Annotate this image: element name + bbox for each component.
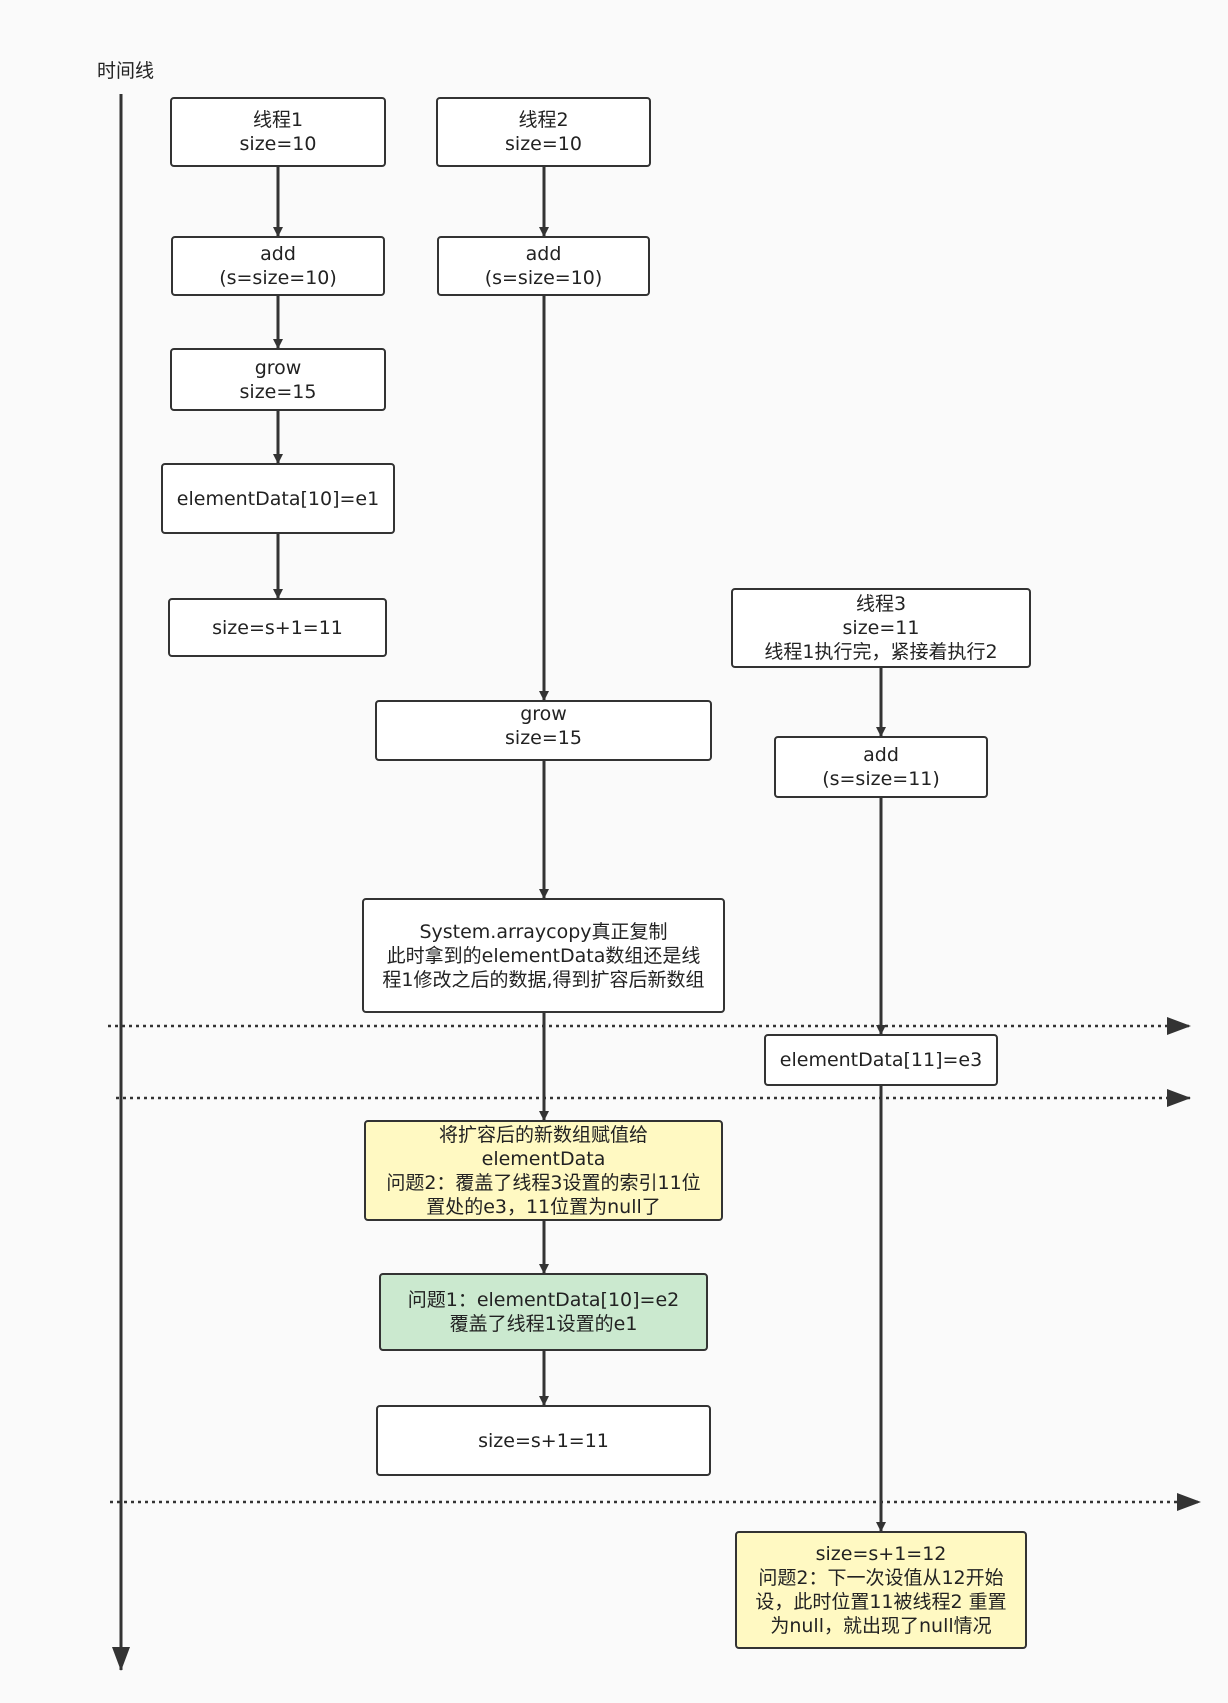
node-text-line: size=s+1=11 (212, 616, 343, 639)
node-text-line: 将扩容后的新数组赋值给 (438, 1123, 648, 1146)
node-text-line: add (863, 744, 899, 766)
node-text-line: (s=size=10) (484, 267, 603, 289)
node-text-line: 为null，就出现了null情况 (770, 1615, 992, 1637)
node-text-line: size=s+1=12 (815, 1543, 947, 1565)
t2-size-node: size=s+1=11 (376, 1405, 711, 1476)
node-text-line: 线程1 (252, 109, 304, 131)
node-text-line: 问题2：下一次设值从12开始 (758, 1567, 1004, 1589)
node-text-line: size=15 (505, 727, 582, 749)
node-text-line: (s=size=10) (219, 267, 337, 289)
node-text-line: 线程3 (855, 593, 907, 615)
node-text-line: System.arraycopy真正复制 (419, 920, 668, 943)
t2-add-node: add(s=size=10) (437, 236, 650, 296)
t3-assign-node: elementData[11]=e3 (764, 1034, 998, 1086)
node-text-line: 线程1执行完，紧接着执行2 (764, 641, 998, 663)
node-text-line: size=10 (239, 133, 317, 155)
node-text-line: size=15 (239, 380, 317, 403)
node-text-line: 问题1：elementData[10]=e2 (407, 1289, 680, 1311)
node-text-line: 此时拿到的elementData数组还是线 (386, 944, 701, 967)
node-text-line: size=s+1=11 (478, 1429, 609, 1452)
node-text-line: add (525, 243, 562, 265)
timeline-label: 时间线 (97, 60, 155, 82)
node-text-line: 置处的e3，11位置为null了 (426, 1195, 661, 1218)
t2-copy-node: System.arraycopy真正复制此时拿到的elementData数组还是… (362, 898, 725, 1013)
node-text-line: elementData (481, 1147, 606, 1170)
t1-add-node: add(s=size=10) (171, 236, 385, 296)
node-text-line: 问题2：覆盖了线程3设置的索引11位 (386, 1171, 701, 1194)
node-text-line: 程1修改之后的数据,得到扩容后新数组 (382, 968, 705, 991)
node-text-line: elementData[10]=e1 (176, 487, 380, 510)
t1-size-node: size=s+1=11 (168, 598, 387, 657)
node-text-line: size=10 (505, 133, 582, 155)
node-text-line: (s=size=11) (822, 768, 940, 790)
node-text-line: elementData[11]=e3 (779, 1049, 983, 1071)
node-text-line: grow (254, 356, 302, 379)
node-text-line: 覆盖了线程1设置的e1 (449, 1313, 638, 1335)
node-text-line: grow (520, 703, 567, 725)
node-text-line: add (260, 243, 296, 265)
node-text-line: 设，此时位置11被线程2 重置 (755, 1591, 1007, 1613)
node-text-line: size=11 (842, 617, 920, 639)
t1-assign-node: elementData[10]=e1 (161, 463, 395, 534)
t3-add-node: add(s=size=11) (774, 736, 988, 798)
node-text-line: 线程2 (518, 109, 569, 131)
